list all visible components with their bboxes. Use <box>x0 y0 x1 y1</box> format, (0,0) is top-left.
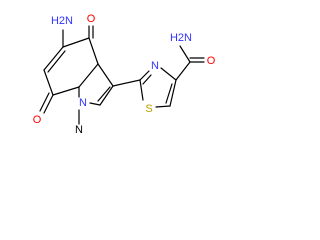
bond <box>43 69 54 96</box>
bond <box>139 79 144 101</box>
bond <box>89 102 101 106</box>
n-methyl-label: N <box>75 124 83 136</box>
bond-lines <box>39 25 205 125</box>
bond <box>160 67 177 81</box>
bond <box>39 92 50 112</box>
bond <box>142 74 152 85</box>
bond <box>62 37 90 48</box>
indole-n-label: N <box>79 97 87 109</box>
bond <box>99 85 114 106</box>
bond <box>52 86 80 96</box>
bond <box>139 70 150 81</box>
bond <box>88 37 99 65</box>
bond <box>97 86 111 102</box>
ketone-top-label: O <box>87 13 96 25</box>
bond <box>78 63 99 88</box>
amide-nh2-label: H2N <box>170 32 192 44</box>
bond <box>43 94 54 114</box>
thiazole-s-label: S <box>145 103 152 115</box>
ketone-bottom-label: O <box>33 114 42 126</box>
bond <box>47 50 66 73</box>
bond <box>97 63 114 87</box>
bond <box>43 46 64 71</box>
molecule-diagram: H2N O O N N N S H2N O <box>33 13 216 136</box>
bond <box>165 83 173 104</box>
atom-labels: H2N O O N N N S H2N O <box>33 13 216 136</box>
bond <box>169 79 177 107</box>
thiazole-n-label: N <box>151 60 159 72</box>
bond <box>112 79 141 87</box>
amide-o-label: O <box>207 55 216 67</box>
bond <box>175 61 191 81</box>
amino-label: H2N <box>51 15 73 27</box>
bond <box>179 45 191 63</box>
bond <box>155 105 171 108</box>
